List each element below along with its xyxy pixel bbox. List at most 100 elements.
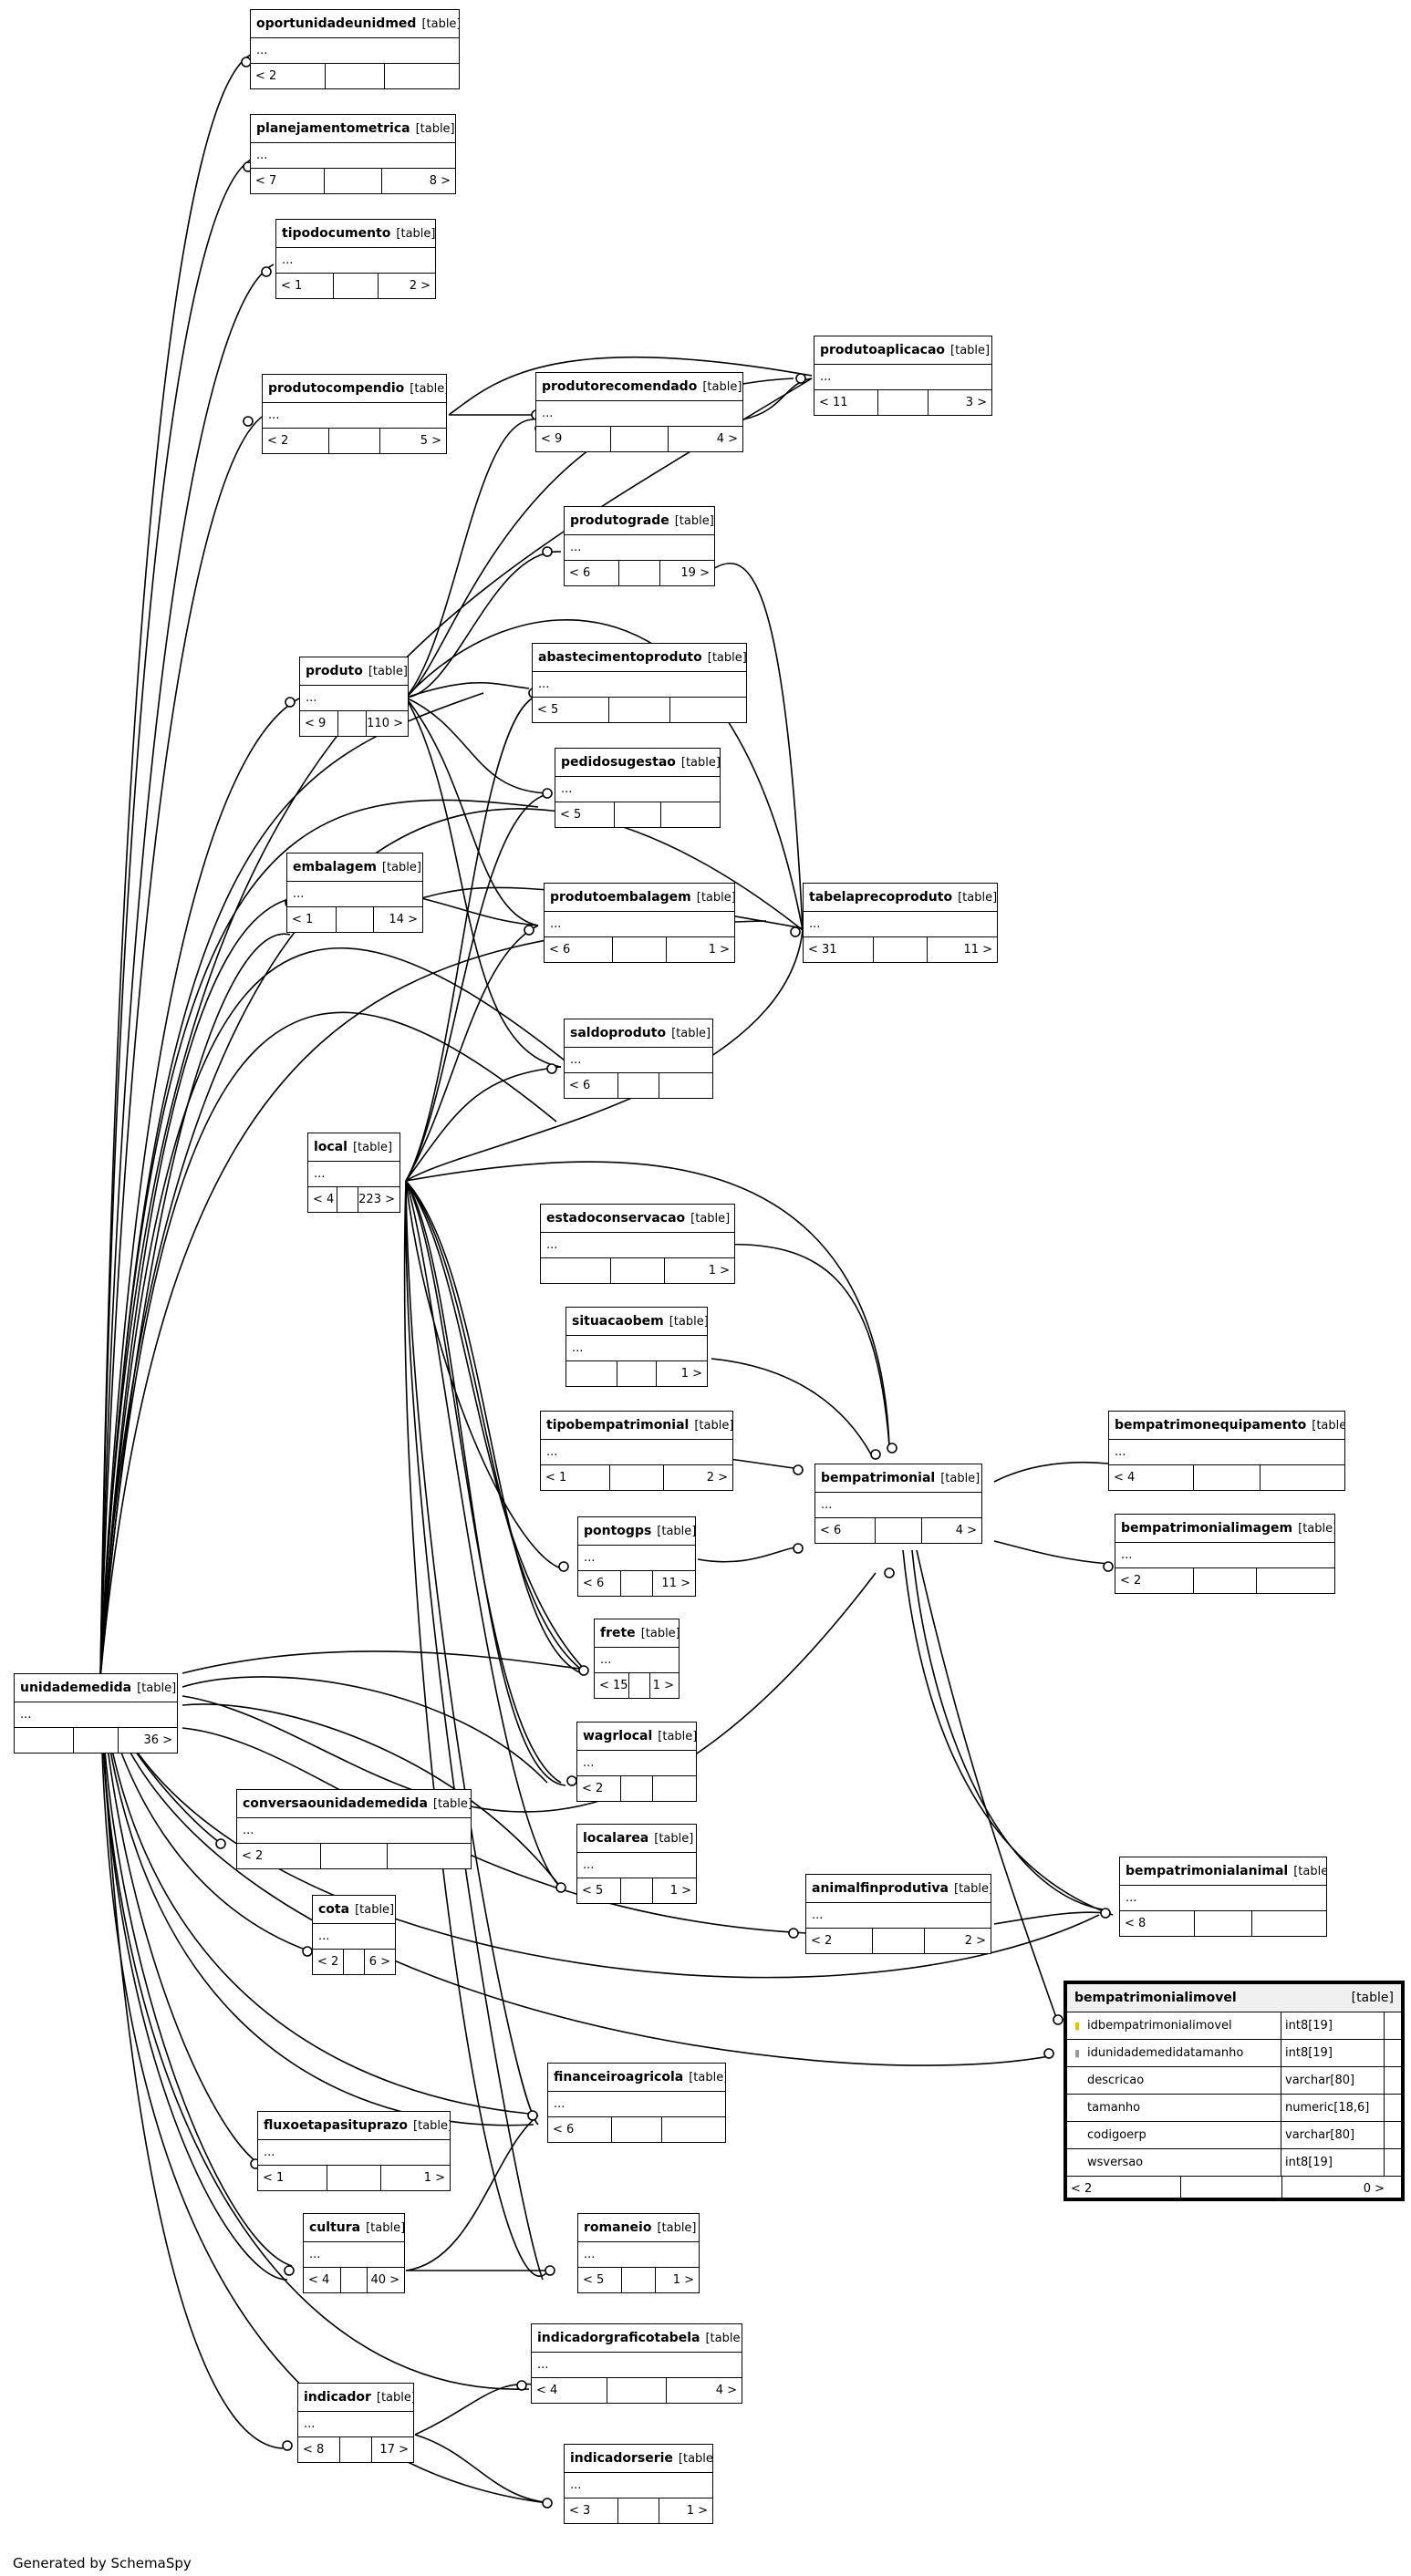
children-count[interactable]: 36 > (143, 1733, 173, 1747)
table-bempatrimonialimovel[interactable]: bempatrimonialimovel [table] ▮idbempatri… (1063, 1981, 1405, 2201)
table-name[interactable]: produtorecomendado (542, 379, 698, 394)
parents-count[interactable]: < 7 (251, 169, 325, 193)
children-count[interactable] (1261, 1465, 1344, 1490)
table-abastecimentoproduto[interactable]: abastecimentoproduto[table]...< 5 (532, 643, 747, 723)
table-name[interactable]: pontogps (584, 1524, 652, 1538)
parents-count[interactable]: < 6 (578, 1571, 621, 1596)
table-name[interactable]: indicadorgraficotabela (537, 2331, 700, 2345)
children-count[interactable] (661, 802, 720, 827)
table-situacaobem[interactable]: situacaobem[table]...1 > (565, 1307, 708, 1387)
table-name[interactable]: pedidosugestao (561, 755, 676, 770)
table-name[interactable]: local (314, 1140, 348, 1154)
parents-count[interactable]: < 8 (1120, 1911, 1195, 1936)
parents-count[interactable] (566, 1361, 618, 1386)
parents-count[interactable]: < 4 (304, 2268, 341, 2292)
children-count[interactable] (388, 1844, 471, 1868)
parents-count[interactable]: < 5 (578, 2268, 623, 2292)
children-count[interactable]: 2 > (964, 1934, 986, 1948)
table-saldoproduto[interactable]: saldoproduto[table]...< 6 (564, 1019, 713, 1099)
table-bempatrimonialimagem[interactable]: bempatrimonialimagem[table]...< 2 (1115, 1514, 1335, 1594)
parents-count[interactable] (15, 1728, 74, 1753)
children-count[interactable]: 40 > (370, 2273, 400, 2287)
children-count[interactable]: 19 > (680, 566, 710, 580)
table-indicadorserie[interactable]: indicadorserie[table]...< 31 > (564, 2444, 713, 2524)
focus-children-count[interactable]: 0 > (1363, 2182, 1385, 2196)
parents-count[interactable]: < 31 (804, 937, 874, 962)
children-count[interactable]: 14 > (389, 913, 418, 926)
table-name[interactable]: produto (306, 664, 363, 678)
table-unidademedida[interactable]: unidademedida[table]...36 > (14, 1673, 178, 1754)
focus-parents-count[interactable]: < 2 (1067, 2177, 1181, 2201)
table-name[interactable]: saldoproduto (570, 1026, 667, 1040)
children-count[interactable]: 8 > (429, 174, 451, 188)
parents-count[interactable]: < 11 (814, 390, 879, 415)
children-count[interactable]: 4 > (716, 432, 738, 446)
parents-count[interactable]: < 15 (595, 1673, 629, 1698)
parents-count[interactable]: < 2 (313, 1950, 344, 1974)
table-oportunidadeunidmed[interactable]: oportunidadeunidmed[table]...< 2 (250, 9, 460, 89)
table-name[interactable]: oportunidadeunidmed (256, 16, 417, 31)
parents-count[interactable]: < 6 (815, 1518, 876, 1543)
children-count[interactable]: 2 > (409, 279, 431, 293)
parents-count[interactable]: < 2 (577, 1776, 621, 1801)
table-name[interactable]: estadoconservacao (546, 1211, 686, 1226)
children-count[interactable]: 4 > (955, 1524, 977, 1537)
table-bempatrimonialanimal[interactable]: bempatrimonialanimal[table]...< 8 (1119, 1857, 1327, 1937)
table-name[interactable]: bempatrimonial (821, 1471, 936, 1485)
table-name[interactable]: bempatrimonequipamento (1115, 1418, 1307, 1433)
table-conversaounidademedida[interactable]: conversaounidademedida[table]...< 2 (236, 1789, 472, 1869)
table-pedidosugestao[interactable]: pedidosugestao[table]...< 5 (555, 748, 721, 828)
parents-count[interactable]: < 6 (565, 561, 619, 585)
parents-count[interactable]: < 4 (532, 2378, 607, 2403)
children-count[interactable]: 223 > (358, 1193, 395, 1206)
parents-count[interactable]: < 1 (287, 907, 337, 932)
parents-count[interactable]: < 1 (541, 1465, 610, 1490)
children-count[interactable] (385, 64, 459, 88)
table-name[interactable]: abastecimentoproduto (538, 650, 702, 665)
children-count[interactable]: 1 > (669, 1884, 691, 1898)
table-name[interactable]: fluxoetapasituprazo (264, 2118, 409, 2133)
parents-count[interactable]: < 5 (533, 698, 610, 722)
children-count[interactable]: 6 > (368, 1955, 390, 1969)
table-name[interactable]: bempatrimonialanimal (1126, 1864, 1289, 1878)
parents-count[interactable]: < 4 (308, 1187, 338, 1212)
children-count[interactable] (662, 2117, 725, 2142)
children-count[interactable]: 1 > (708, 943, 730, 957)
table-name[interactable]: produtocompendio (268, 381, 405, 396)
table-name[interactable]: animalfinprodutiva (812, 1881, 949, 1896)
parents-count[interactable]: < 2 (1115, 1568, 1195, 1593)
table-name[interactable]: localarea (583, 1831, 649, 1846)
parents-count[interactable]: < 9 (536, 427, 611, 451)
children-count[interactable]: 1 > (680, 1367, 703, 1381)
table-name[interactable]: romaneio (584, 2220, 652, 2235)
table-name[interactable]: cultura (309, 2220, 361, 2235)
children-count[interactable]: 1 > (672, 2273, 695, 2287)
parents-count[interactable]: < 2 (251, 64, 327, 88)
parents-count[interactable]: < 1 (276, 274, 335, 298)
table-name[interactable]: tipodocumento (282, 226, 391, 241)
table-name[interactable]: situacaobem (572, 1314, 664, 1329)
parents-count[interactable]: < 6 (548, 2117, 613, 2142)
table-name[interactable]: unidademedida (20, 1681, 132, 1695)
table-estadoconservacao[interactable]: estadoconservacao[table]...1 > (540, 1204, 735, 1284)
parents-count[interactable]: < 6 (545, 937, 614, 962)
